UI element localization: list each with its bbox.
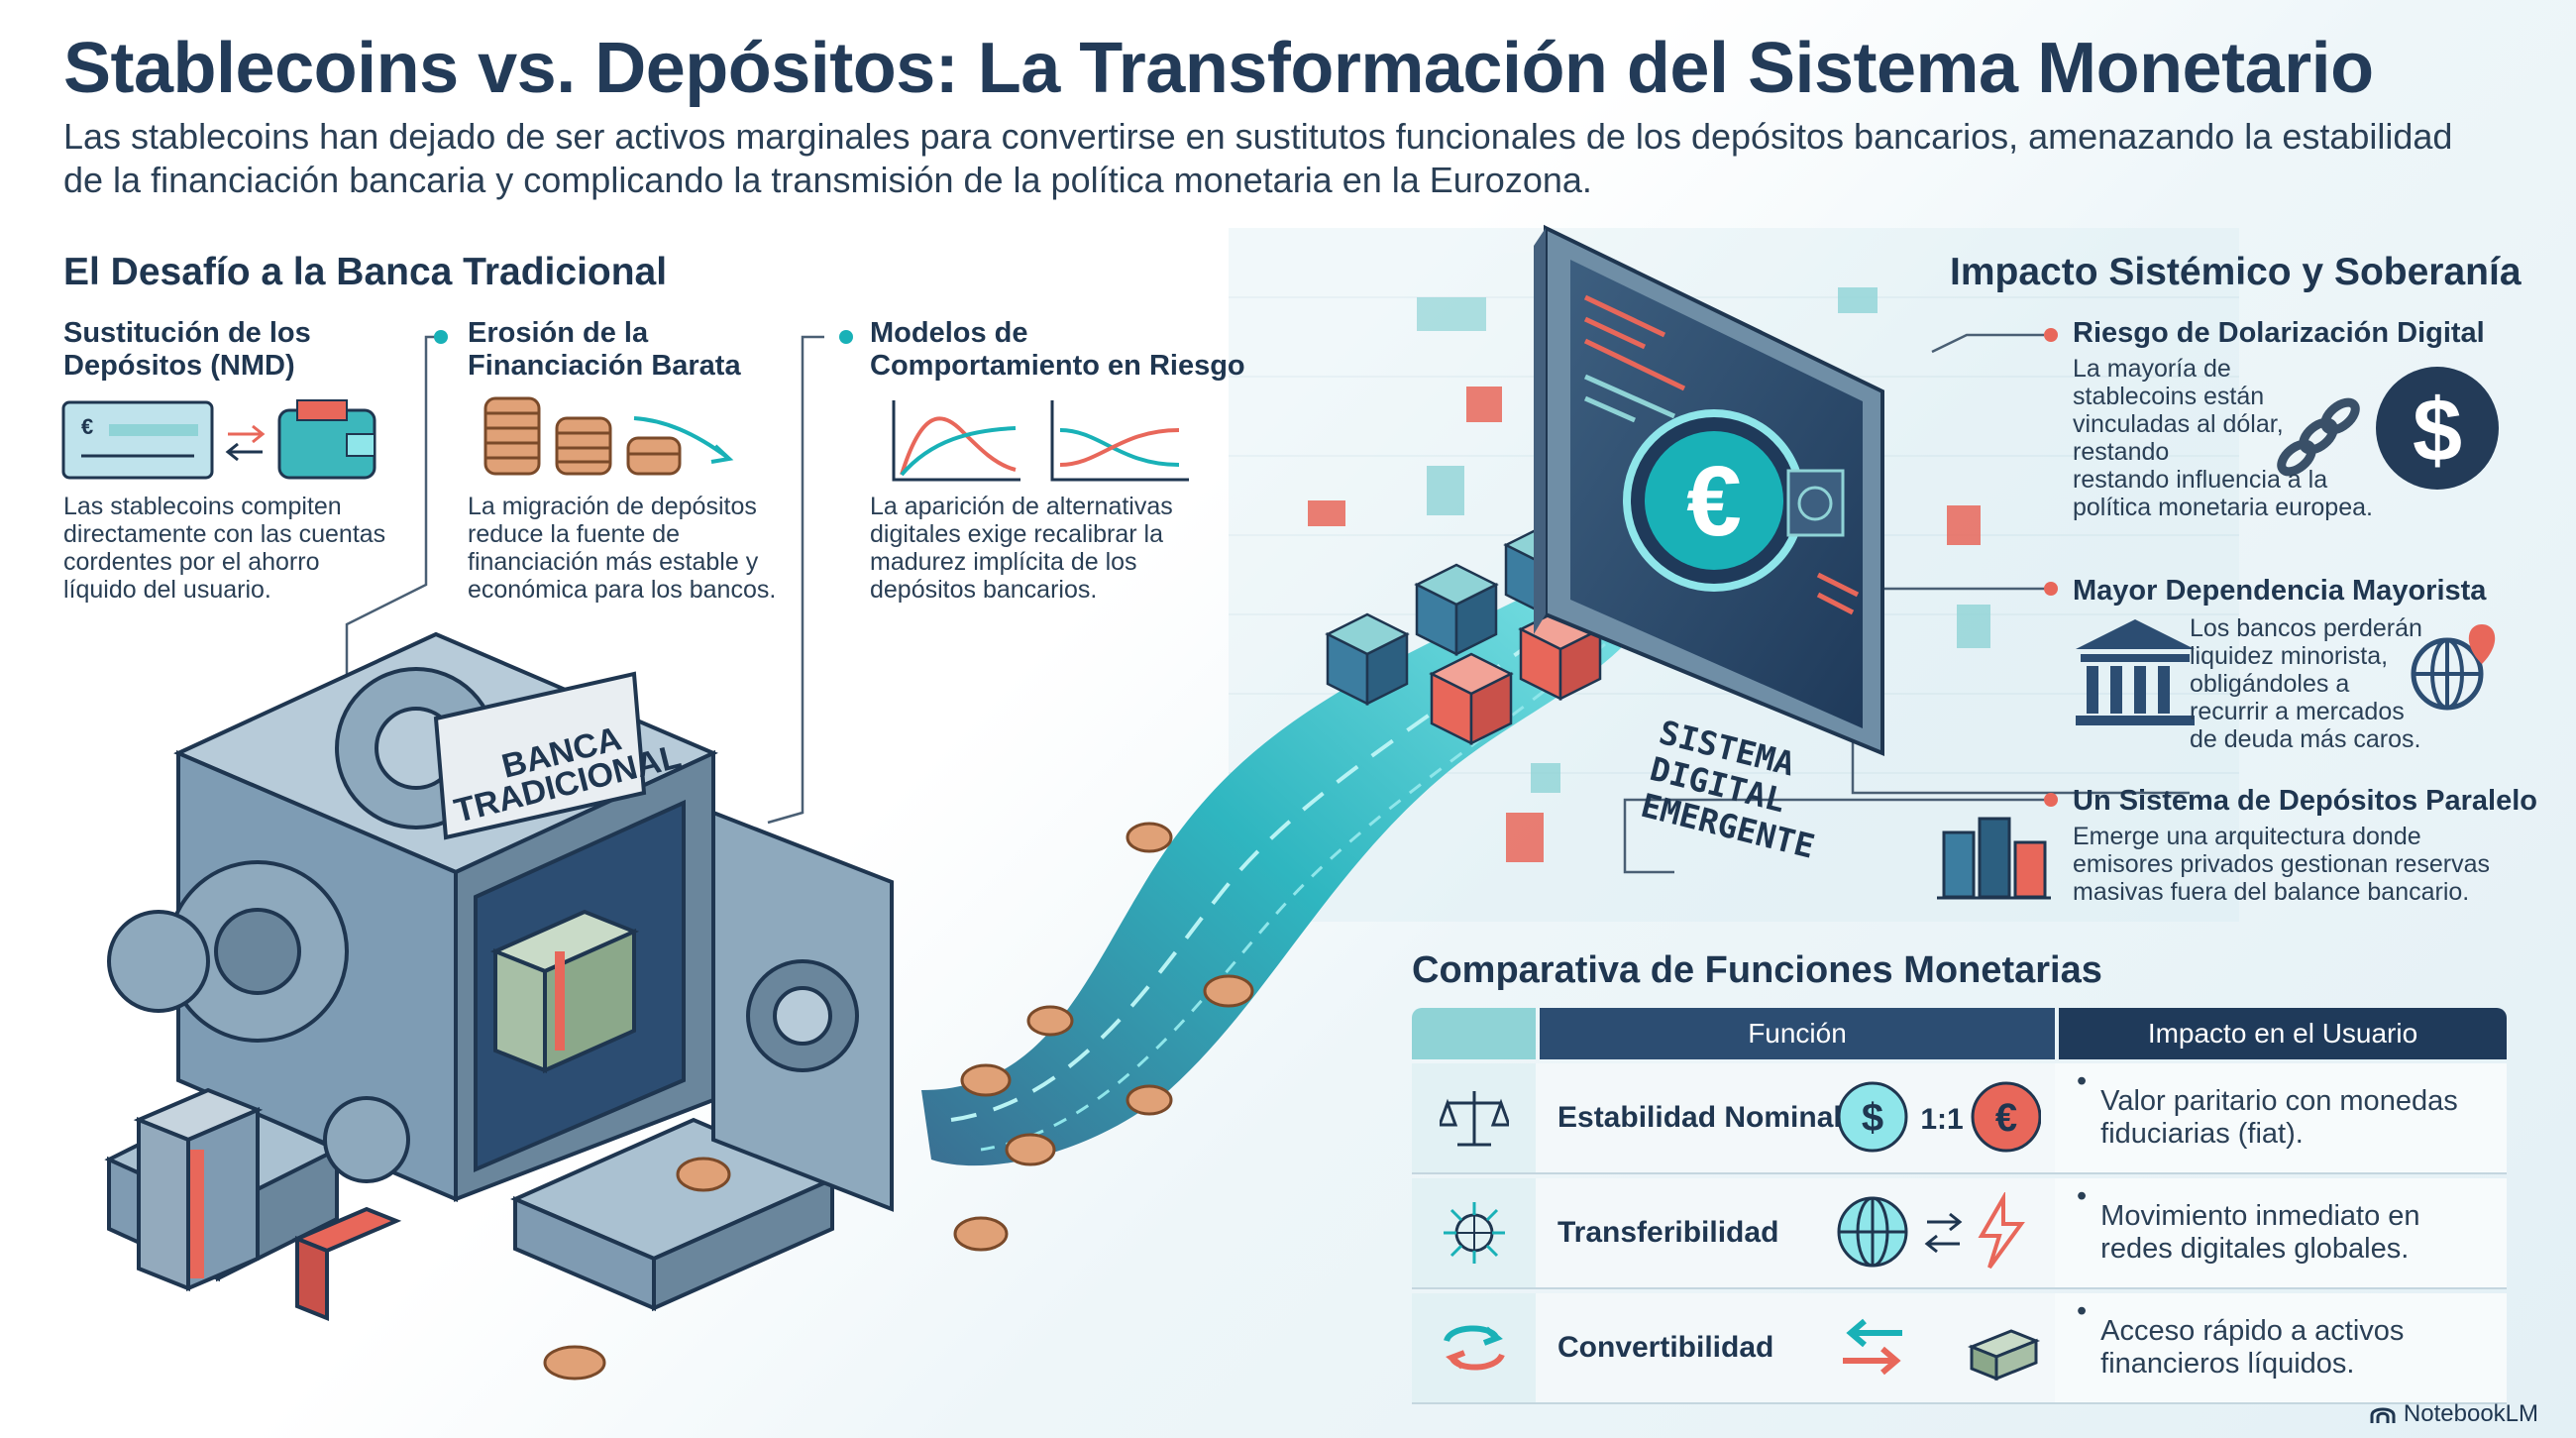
card-funding-text: La migración de depósitos reduce la fuen… [468, 493, 777, 604]
impact-dollarization-text: La mayoría de stablecoins están vinculad… [2073, 355, 2373, 521]
euro-coin-icon [1971, 1081, 2041, 1153]
arrow-right-icon [1843, 1346, 1901, 1376]
card-funding-illustration [483, 396, 734, 476]
exchange-cycle-icon [1443, 1325, 1505, 1371]
dollar-icon: $ [2376, 367, 2499, 490]
crossing-curves-chart-icon [1050, 400, 1189, 482]
card-nmd-illustration: € [61, 399, 376, 480]
brand-name: NotebookLM [2403, 1400, 2538, 1427]
impact-wholesale-text: Los bancos perderán liquidez minorista, … [2190, 614, 2422, 753]
svg-text:$: $ [1862, 1096, 1883, 1140]
left-section-heading: El Desafío a la Banca Tradicional [63, 251, 668, 293]
risk-curve-chart-icon [892, 400, 1020, 482]
row-impact-text: Valor paritario con monedas fiduciarias … [2100, 1085, 2458, 1150]
parity-icons: $ 1:1 € [1837, 1081, 2041, 1153]
subtitle-line-2: de la financiación bancaria y complicand… [63, 160, 1592, 200]
impact-wholesale-title: Mayor Dependencia Mayorista [2073, 575, 2487, 607]
cash-stack-icon [1967, 1329, 2041, 1382]
svg-text:€: € [1995, 1096, 2017, 1140]
table-row: Transferibilidad • Movimiento inmediato … [1412, 1178, 2507, 1289]
transfer-icons [1837, 1192, 2025, 1270]
arrow-right-icon [1927, 1212, 1963, 1232]
balance-scale-icon [1439, 1091, 1509, 1147]
comparison-heading: Comparativa de Funciones Monetarias [1412, 949, 2102, 991]
arrow-left-icon [1846, 1318, 1902, 1348]
right-section-heading: Impacto Sistémico y Soberanía [1950, 251, 2522, 293]
row-function-label: Estabilidad Nominal [1557, 1101, 1842, 1134]
broken-chain-icon [2277, 397, 2360, 477]
card-nmd-text: Las stablecoins compiten directamente co… [63, 493, 386, 604]
dollar-coin-icon [1837, 1081, 1908, 1153]
impact-dollarization-title: Riesgo de Dolarización Digital [2073, 317, 2485, 349]
bank-check-icon [61, 400, 214, 480]
arrow-left-icon [225, 442, 263, 462]
callout-dot [2044, 793, 2058, 807]
parity-ratio: 1:1 [1920, 1103, 1963, 1136]
page-title: Stablecoins vs. Depósitos: La Transforma… [63, 29, 2374, 108]
callout-dot [839, 330, 853, 344]
comparison-table: Función Impacto en el Usuario Estabilida… [1412, 1008, 2507, 1404]
header-impact: Impacto en el Usuario [2059, 1008, 2507, 1059]
card-funding-title: Erosión de la Financiación Barata [468, 317, 741, 382]
brand-logo: NotebookLM [2368, 1400, 2538, 1428]
floating-pixels [1308, 287, 1990, 862]
row-function-label: Transferibilidad [1557, 1216, 1779, 1249]
table-row: Convertibilidad • Acceso rápido a activo… [1412, 1293, 2507, 1404]
subtitle-line-1: Las stablecoins han dejado de ser activo… [63, 116, 2453, 157]
network-globe-icon [1443, 1202, 1505, 1264]
trend-down-arrow-icon [633, 416, 734, 464]
coins [543, 822, 1254, 1381]
euro-icon: € [1686, 446, 1742, 557]
card-models-title: Modelos de Comportamiento en Riesgo [870, 317, 1245, 382]
card-models-illustration [892, 400, 1189, 482]
card-models-text: La aparición de alternativas digitales e… [870, 493, 1173, 604]
notebooklm-logo-icon [2370, 1407, 2396, 1423]
arrow-left-icon [1924, 1234, 1960, 1254]
impact-parallel-text: Emerge una arquitectura donde emisores p… [2073, 823, 2491, 906]
card-nmd-title: Sustitución de los Depósitos (NMD) [63, 317, 311, 382]
globe-icon [1797, 486, 1833, 521]
bank-vault [104, 631, 894, 1321]
coin-stacks-icon [483, 396, 682, 476]
table-row: Estabilidad Nominal $ 1:1 € • Valor pari… [1412, 1063, 2507, 1174]
svg-text:€: € [81, 414, 93, 439]
conversion-icons [1843, 1318, 2041, 1382]
callout-dot [434, 330, 448, 344]
page-subtitle: Las stablecoins han dejado de ser activo… [63, 115, 2501, 202]
header-icon-cell [1412, 1008, 1536, 1059]
impact-parallel-title: Un Sistema de Depósitos Paralelo [2073, 785, 2537, 817]
bank-building-icon [2076, 619, 2195, 725]
row-function-label: Convertibilidad [1557, 1331, 1774, 1364]
bar-chart-icon [1937, 817, 2051, 900]
globe-pin-icon [2411, 624, 2496, 711]
lightning-icon [1978, 1192, 2025, 1270]
arrow-right-icon [228, 424, 266, 444]
table-header: Función Impacto en el Usuario [1412, 1008, 2507, 1059]
row-impact-text: Acceso rápido a activos financieros líqu… [2100, 1315, 2405, 1380]
header-function: Función [1540, 1008, 2055, 1059]
callout-dot [2044, 328, 2058, 342]
digital-tablet: € [1534, 224, 1884, 756]
row-impact-text: Movimiento inmediato en redes digitales … [2100, 1200, 2420, 1265]
svg-text:$: $ [2413, 382, 2462, 481]
callout-dot [2044, 582, 2058, 596]
